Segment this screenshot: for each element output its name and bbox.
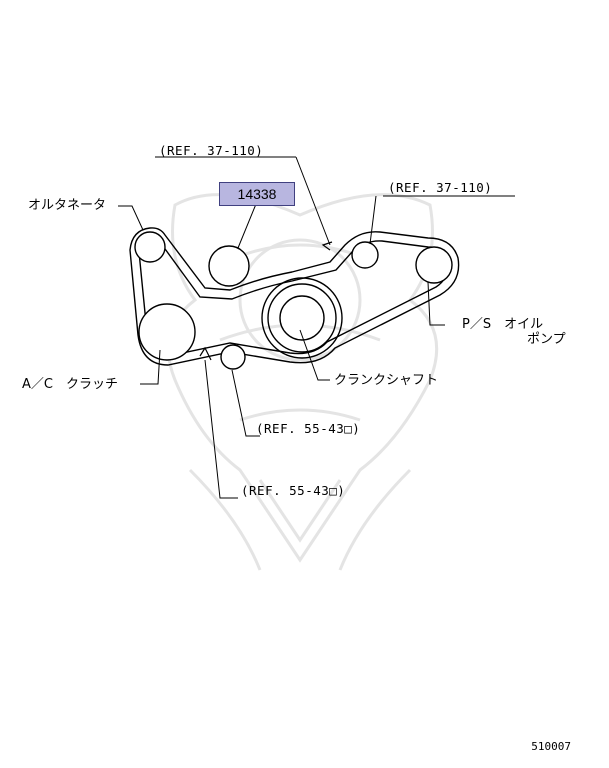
crankshaft-pulley-inner <box>279 295 325 341</box>
part-number-badge[interactable]: 14338 <box>219 182 295 206</box>
alternator-label: オルタネータ <box>28 198 107 213</box>
crankshaft-pulley-outer <box>261 277 343 359</box>
ps-pump-pulley <box>415 246 453 284</box>
crankshaft-label: クランクシャフト <box>334 373 439 388</box>
document-id: 510007 <box>531 740 571 753</box>
ref-bottom[interactable]: (REF. 55-43□) <box>241 483 346 498</box>
alternator-pulley <box>134 231 166 263</box>
idler-pulley <box>208 245 250 287</box>
tensioner-pulley <box>351 241 379 269</box>
ac-clutch-label: A／C クラッチ <box>22 377 118 392</box>
ps-oil-pump-label-line2: ポンプ <box>527 332 566 347</box>
lower-idler-pulley <box>220 344 246 370</box>
ac-clutch-pulley <box>138 303 196 361</box>
ref-top-right[interactable]: (REF. 37-110) <box>388 180 493 195</box>
ps-oil-pump-label-line1: P／S オイル <box>462 317 544 332</box>
pulleys <box>134 231 453 370</box>
crankshaft-pulley-ring <box>267 283 337 353</box>
leader-lines <box>118 156 515 499</box>
ref-mid[interactable]: (REF. 55-43□) <box>256 421 361 436</box>
ref-top-left[interactable]: (REF. 37-110) <box>159 143 264 158</box>
